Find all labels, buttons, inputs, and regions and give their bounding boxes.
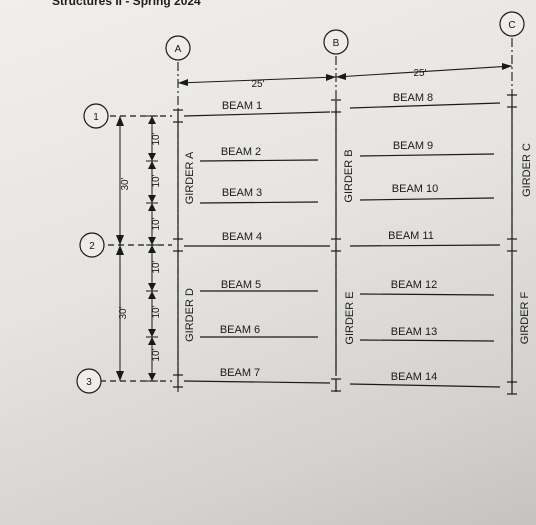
beam-12-line (359, 293, 495, 296)
beam-1-label: BEAM 1 (222, 100, 262, 112)
beam-11-label: BEAM 11 (388, 230, 434, 242)
girder-b-label: GIRDER B (343, 149, 355, 202)
beam-spacing-tick-7 (146, 373, 158, 382)
grid-label-1: 1 (93, 112, 99, 123)
beam-spacing-tick-5 (146, 283, 158, 299)
beam-14-line (349, 383, 501, 388)
column-2-a (173, 238, 183, 252)
column-2-b (331, 238, 341, 252)
beam-spacing-label-2: 10' (151, 174, 162, 187)
grid-bubble-b: B (323, 29, 349, 55)
column-3-b (331, 378, 341, 392)
beam-spacing-label-6: 10' (151, 348, 162, 361)
girder-d-label: GIRDER D (184, 288, 196, 342)
beam-spacing-label-1: 10' (151, 132, 162, 145)
column-1-b (331, 99, 341, 113)
beam-10-label: BEAM 10 (392, 183, 438, 195)
column-3-a (173, 374, 183, 388)
beam-7-label: BEAM 7 (220, 367, 260, 379)
beam-7-line (183, 380, 331, 384)
beam-9-label: BEAM 9 (393, 140, 433, 152)
grid-label-a: A (175, 44, 182, 55)
dimension-line-left: 30' 30' (116, 116, 131, 381)
grid-label-3: 3 (86, 377, 92, 388)
grid-bubble-1: 1 (83, 103, 109, 129)
girder-e-label: GIRDER E (344, 291, 356, 344)
grid-label-b: B (333, 38, 340, 49)
column-3-c (507, 381, 517, 395)
beam-13-line (359, 339, 495, 342)
dimension-label-ab: 25' (251, 79, 264, 90)
girder-c-label: GIRDER C (521, 143, 533, 197)
beam-spacing-tick-6 (146, 329, 158, 345)
dimension-line-top: 25' 25' (177, 63, 513, 90)
beam-spacing-label-4: 10' (151, 260, 162, 273)
beam-12-label: BEAM 12 (391, 279, 437, 291)
beam-3-line (199, 201, 319, 204)
beam-11-line (349, 244, 501, 247)
grid-bubble-3: 3 (76, 368, 102, 394)
dimension-line-beam-spacing: 10' 10' 10' 10' 10' 10' (146, 115, 162, 382)
column-1-a (173, 109, 183, 123)
beam-spacing-tick-2 (146, 153, 158, 169)
beam-9-line (359, 153, 495, 157)
beam-8-label: BEAM 8 (393, 92, 433, 104)
grid-bubble-a: A (165, 35, 191, 61)
grid-label-c: C (508, 20, 515, 31)
beam-13-label: BEAM 13 (391, 326, 437, 338)
beam-4-label: BEAM 4 (222, 231, 262, 243)
beam-spacing-tick-4 (146, 237, 158, 253)
dimension-label-span-1-2: 30' (120, 177, 131, 190)
girder-a-label: GIRDER A (184, 151, 196, 204)
column-1-c (507, 94, 517, 108)
beam-2-line (199, 159, 319, 162)
beam-spacing-label-5: 10' (151, 305, 162, 318)
grid-bubble-2: 2 (79, 232, 105, 258)
beam-spacing-tick-1 (146, 115, 158, 124)
grid-label-2: 2 (89, 241, 95, 252)
beam-2-label: BEAM 2 (221, 146, 261, 158)
beam-1-line (183, 111, 331, 117)
column-2-c (507, 238, 517, 252)
header-title: Structures II - Spring 2024 (52, 0, 201, 8)
dimension-label-bc: 25' (413, 68, 426, 79)
beam-10-line (359, 197, 495, 201)
grid-bubble-c: C (499, 11, 525, 37)
beam-6-label: BEAM 6 (220, 324, 260, 336)
beam-14-label: BEAM 14 (391, 371, 437, 383)
beam-spacing-label-3: 10' (151, 217, 162, 230)
beam-8-line (349, 102, 501, 109)
dimension-label-span-2-3: 30' (118, 306, 129, 319)
beam-3-label: BEAM 3 (222, 187, 262, 199)
beam-5-label: BEAM 5 (221, 279, 261, 291)
beam-spacing-tick-3 (146, 195, 158, 211)
girder-f-label: GIRDER F (519, 291, 531, 344)
